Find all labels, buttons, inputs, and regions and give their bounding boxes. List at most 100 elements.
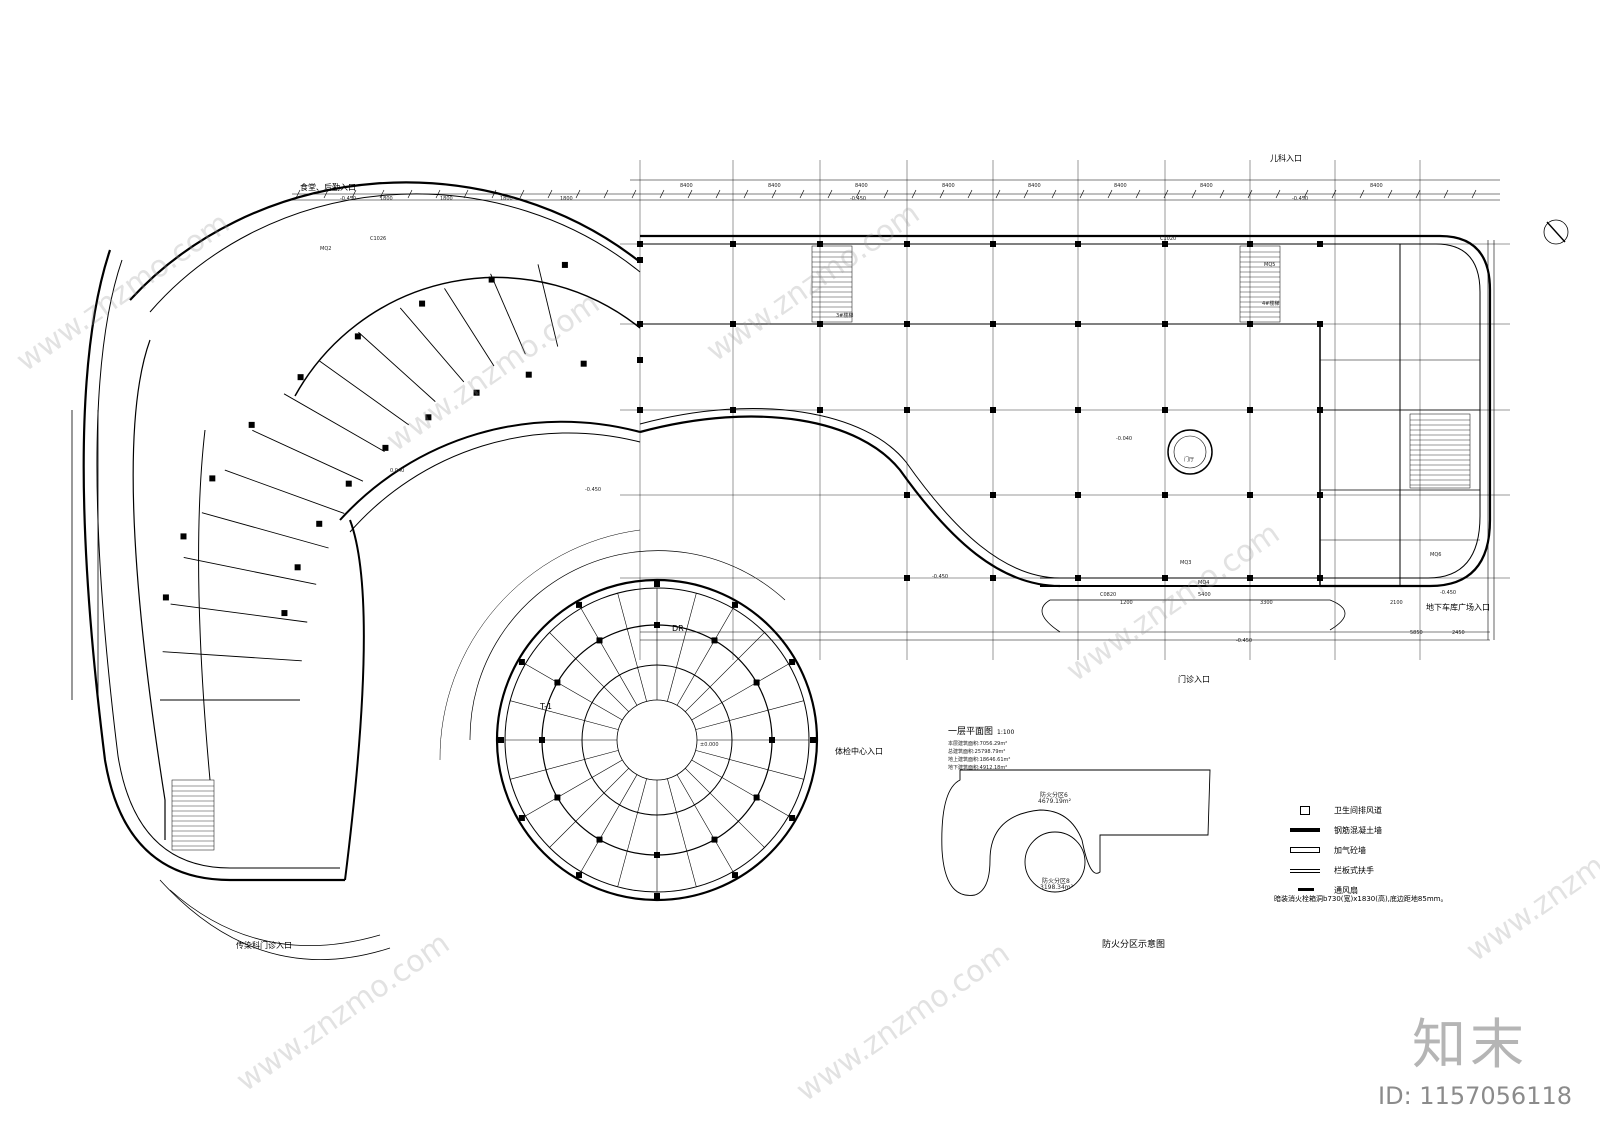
dimension-tick xyxy=(1415,189,1421,199)
radial-wall xyxy=(676,774,734,872)
entrance-label-infectious: 传染科门诊入口 xyxy=(236,941,292,950)
radial-wall xyxy=(667,778,697,887)
radial-wall xyxy=(224,469,345,514)
structural-column xyxy=(518,659,525,665)
structural-column xyxy=(1247,241,1253,247)
radial-wall xyxy=(358,331,436,402)
structural-column xyxy=(354,333,361,340)
structural-column xyxy=(561,261,568,268)
fire-zone-label: 防火分区8 xyxy=(1042,878,1070,885)
structural-column xyxy=(904,321,910,327)
structural-column xyxy=(654,852,660,858)
structural-column xyxy=(637,321,643,327)
dimension-tick xyxy=(1051,189,1057,199)
dimension-tick xyxy=(855,189,861,199)
structural-column xyxy=(1247,492,1253,498)
legend-item: 通风扇 xyxy=(1290,880,1460,900)
structural-column xyxy=(810,737,816,743)
structural-column xyxy=(596,836,603,843)
structural-column xyxy=(637,257,643,263)
legend: 卫生间排风道 钢筋混凝土墙 加气砼墙 栏板式扶手 通风扇 暗装消火栓箱洞b730… xyxy=(1274,800,1460,904)
dimension-tick xyxy=(575,189,581,199)
dimension-tick xyxy=(547,189,553,199)
structural-column xyxy=(637,357,643,363)
structural-column xyxy=(382,444,389,451)
level-mark: -0.450 xyxy=(850,196,867,202)
room-label: MQ3 xyxy=(1180,560,1192,566)
structural-column xyxy=(281,610,288,617)
dimension-tick xyxy=(827,189,833,199)
radial-wall xyxy=(283,393,385,452)
legend-label: 卫生间排风道 xyxy=(1334,805,1382,815)
dimension-tick xyxy=(351,189,357,199)
dimension-label: 8400 xyxy=(855,183,868,189)
fire-zone-area: 4679.19m² xyxy=(1038,798,1072,805)
radial-wall xyxy=(617,593,647,702)
radial-wall xyxy=(667,593,697,702)
structural-column xyxy=(1075,492,1081,498)
structural-column xyxy=(1162,492,1168,498)
structural-column xyxy=(1162,407,1168,413)
structural-column xyxy=(297,374,304,381)
legend-label: 钢筋混凝土墙 xyxy=(1334,825,1382,835)
level-mark: -0.450 xyxy=(585,487,602,493)
area-statistics: 本层建筑面积:7056.29m² 总建筑面积:25798.79m² 地上建筑面积… xyxy=(948,740,1010,772)
structural-column xyxy=(1162,321,1168,327)
dimension-tick xyxy=(1275,189,1281,199)
dimension-label: 1800 xyxy=(380,196,393,202)
radial-wall xyxy=(319,360,410,426)
aerated-wall-icon xyxy=(1290,845,1320,855)
dimension-tick xyxy=(1023,189,1029,199)
radial-wall xyxy=(162,651,302,662)
dimension-label: 8400 xyxy=(942,183,955,189)
structural-column xyxy=(904,241,910,247)
dimension-label: 8400 xyxy=(1200,183,1213,189)
dimension-tick xyxy=(435,189,441,199)
structural-column xyxy=(1075,575,1081,581)
structural-column xyxy=(1247,321,1253,327)
radial-wall xyxy=(695,700,804,730)
radial-wall xyxy=(252,429,364,482)
structural-column xyxy=(904,407,910,413)
structural-column xyxy=(539,737,545,743)
radial-wall xyxy=(676,608,734,706)
dimension-tick xyxy=(771,189,777,199)
radial-wall xyxy=(549,632,629,712)
dimension-tick xyxy=(1135,189,1141,199)
exhaust-shaft-icon xyxy=(1290,805,1320,815)
legend-label: 栏板式扶手 xyxy=(1334,865,1374,875)
room-label: DR xyxy=(672,624,684,633)
dimension-label: 3300 xyxy=(1260,600,1273,606)
radial-wall xyxy=(399,307,465,383)
plan-scale: 1:100 xyxy=(997,729,1015,736)
dimension-tick xyxy=(883,189,889,199)
area-stat: 地上建筑面积:18646.61m² xyxy=(948,757,1011,763)
concrete-wall-icon xyxy=(1290,825,1320,835)
structural-column xyxy=(1075,321,1081,327)
dimension-tick xyxy=(1443,189,1449,199)
radial-wall xyxy=(617,778,647,887)
structural-column xyxy=(732,872,738,879)
dimension-tick xyxy=(1471,189,1477,199)
entrance-label-underground: 地下车库广场入口 xyxy=(1426,603,1490,612)
dimension-tick xyxy=(519,189,525,199)
structural-column xyxy=(473,389,480,396)
radial-wall xyxy=(537,264,559,347)
structural-column xyxy=(990,407,996,413)
structural-column xyxy=(711,637,718,644)
structural-column xyxy=(554,794,561,801)
structural-column xyxy=(554,679,561,686)
structural-column xyxy=(180,533,187,540)
structural-column xyxy=(654,622,660,628)
entrance-label-exam-center: 体检中心入口 xyxy=(835,747,883,756)
structural-column xyxy=(162,594,169,601)
radial-wall xyxy=(691,759,789,817)
dimension-tick xyxy=(1359,189,1365,199)
structural-column xyxy=(990,241,996,247)
room-label: MQ5 xyxy=(1264,262,1276,268)
room-label: 4#楼梯 xyxy=(1262,301,1280,307)
level-mark: -0.450 xyxy=(932,574,949,580)
structural-column xyxy=(1162,575,1168,581)
room-label: 3#楼梯 xyxy=(836,313,854,319)
